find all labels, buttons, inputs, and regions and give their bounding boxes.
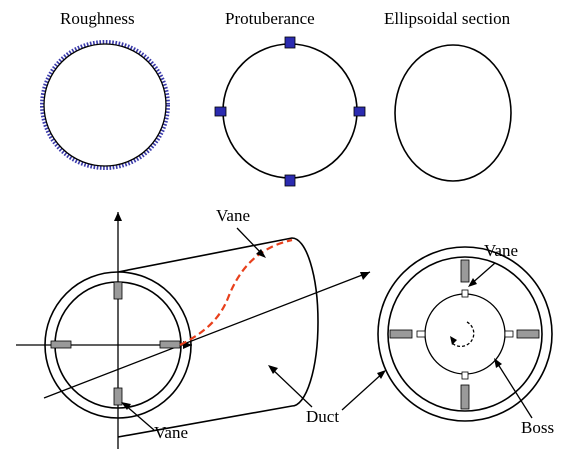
protuberance-top: [284, 36, 296, 49]
boss-pointer-arrow: [494, 358, 502, 368]
duct-outer-ring: [44, 271, 192, 419]
section-vane-top: [460, 259, 470, 283]
section-connector-bottom: [461, 371, 469, 380]
vane-left: [50, 340, 72, 349]
vane-top: [113, 281, 123, 300]
axis-diagonal: [43, 271, 371, 399]
ellipsoidal-outline: [394, 44, 512, 182]
protuberance-label: Protuberance: [225, 9, 315, 28]
duct-pointer: [270, 367, 313, 408]
protuberance-bottom: [284, 174, 296, 187]
duct-pointer-arrow: [268, 365, 278, 374]
protuberance-left: [214, 106, 227, 117]
vane-pointer-top-arrow: [256, 249, 266, 258]
section-duct-pointer: [341, 371, 385, 411]
vane-bottom: [113, 387, 123, 406]
roughness-label: Roughness: [60, 9, 135, 28]
vane-label-right: Vane: [484, 241, 518, 260]
section-inner-ring: [387, 256, 543, 412]
axis-diagonal-arrow: [360, 272, 370, 280]
protuberance-right: [353, 106, 366, 117]
vane-label-top: Vane: [216, 206, 250, 225]
duct-figure: Vane Vane Duct: [16, 206, 371, 449]
ellipsoidal-label: Ellipsoidal section: [384, 9, 511, 28]
vane-twist-curve: [179, 238, 293, 346]
section-vane-left: [389, 329, 413, 339]
ellipsoidal-figure: Ellipsoidal section: [384, 9, 512, 182]
cross-section-figure: Vane Boss: [341, 241, 554, 437]
roughness-figure: Roughness: [40, 9, 170, 170]
duct-label: Duct: [306, 407, 339, 426]
axis-vertical-arrow: [114, 212, 122, 221]
roughness-texture: [40, 40, 170, 170]
boss-label: Boss: [521, 418, 554, 437]
section-vane-right: [516, 329, 540, 339]
section-connector-top: [461, 289, 469, 298]
vane-label-bottom: Vane: [154, 423, 188, 442]
section-connector-left: [416, 330, 426, 338]
protuberance-circle: [222, 43, 358, 179]
section-vane-bottom: [460, 384, 470, 410]
rotation-arrow: [450, 336, 457, 345]
section-connector-right: [504, 330, 514, 338]
roughness-circle: [43, 43, 167, 167]
rotation-arc: [451, 321, 475, 348]
vane-pointer-bottom-arrow: [121, 402, 131, 410]
protuberance-figure: Protuberance: [214, 9, 366, 187]
vane-right: [159, 340, 181, 349]
section-outer-ring: [377, 246, 553, 422]
boss-circle: [424, 293, 506, 375]
vane-pointer-right-arrow: [468, 278, 477, 287]
boss-pointer: [495, 360, 533, 419]
vane-pointer-bottom: [123, 403, 155, 431]
duct-body: [117, 237, 319, 438]
section-duct-pointer-arrow: [377, 370, 386, 379]
